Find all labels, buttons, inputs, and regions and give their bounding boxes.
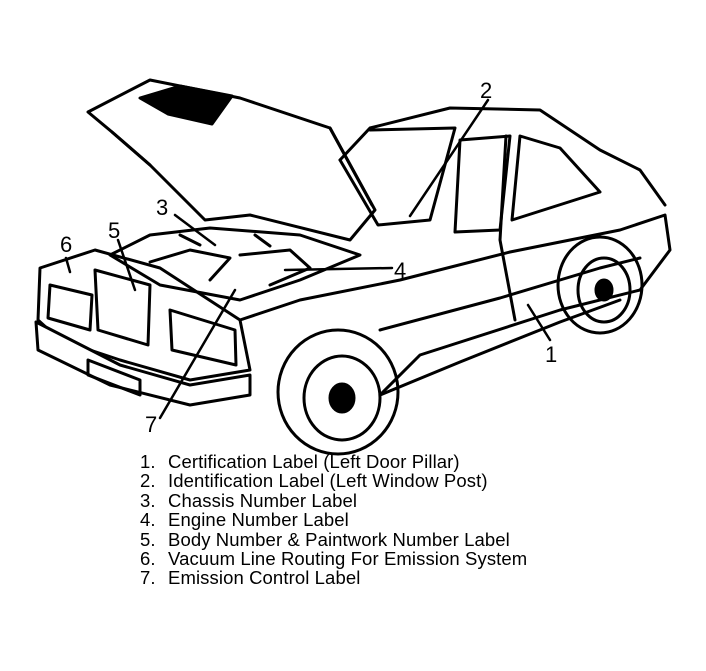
hood-vent (138, 84, 234, 126)
legend-list: 1. Certification Label (Left Door Pillar)… (140, 452, 527, 588)
leader-line-4 (283, 266, 394, 272)
callout-4: 4 (394, 258, 406, 283)
legend-label: Chassis Number Label (168, 489, 358, 511)
front-bumper (34, 320, 252, 407)
legend-item-4: 4. Engine Number Label (140, 509, 527, 531)
legend-item-3: 3. Chassis Number Label (140, 489, 527, 511)
legend-label: Identification Label (Left Window Post) (168, 470, 488, 492)
legend-item-2: 2. Identification Label (Left Window Post… (140, 470, 527, 492)
legend-label: Engine Number Label (168, 509, 349, 531)
legend-label: Vacuum Line Routing For Emission System (168, 548, 528, 570)
legend-number: 1. (140, 451, 156, 472)
legend-label: Emission Control Label (168, 567, 361, 589)
leader-line-3 (173, 213, 217, 247)
leader-line-1 (526, 303, 552, 342)
sill-line (378, 298, 622, 397)
legend-number: 5. (140, 528, 156, 550)
license-plate (86, 358, 142, 397)
headlight-left (46, 283, 94, 332)
callout-3: 3 (156, 195, 168, 220)
callout-6: 6 (60, 232, 72, 257)
legend-number: 3. (140, 489, 156, 511)
legend-item-5: 5. Body Number & Paintwork Number Label (140, 528, 527, 550)
door-pillar (498, 134, 517, 322)
legend-number: 7. (140, 567, 156, 589)
leader-line-7 (158, 288, 237, 420)
callout-2: 2 (480, 78, 492, 103)
callout-5: 5 (108, 218, 120, 243)
legend-number: 4. (140, 509, 156, 531)
legend-item-6: 6. Vacuum Line Routing For Emission Syste… (140, 548, 528, 570)
legend-label: Certification Label (Left Door Pillar) (168, 451, 460, 472)
headlight-right (168, 308, 238, 367)
body-side (238, 213, 672, 397)
rear-wheel (556, 235, 644, 335)
roof-line (338, 106, 667, 207)
hood-inner-edge (110, 126, 374, 207)
front-wheel (276, 328, 400, 456)
engine-bay (108, 226, 362, 302)
callout-7: 7 (145, 412, 157, 437)
legend-label: Body Number & Paintwork Number Label (168, 528, 510, 550)
legend-item-7: 7. Emission Control Label (140, 567, 527, 589)
windshield (338, 126, 457, 227)
legend-item-1: 1. Certification Label (Left Door Pillar) (140, 451, 527, 472)
callout-1: 1 (545, 342, 557, 367)
rear-side-window (510, 134, 602, 222)
leader-line-2 (408, 98, 490, 218)
leader-line-5 (116, 238, 137, 292)
legend-number: 6. (140, 548, 156, 570)
legend-number: 2. (140, 470, 156, 492)
hood-panel (86, 78, 377, 242)
leader-line-6 (64, 256, 72, 274)
engine-parts (148, 233, 312, 287)
